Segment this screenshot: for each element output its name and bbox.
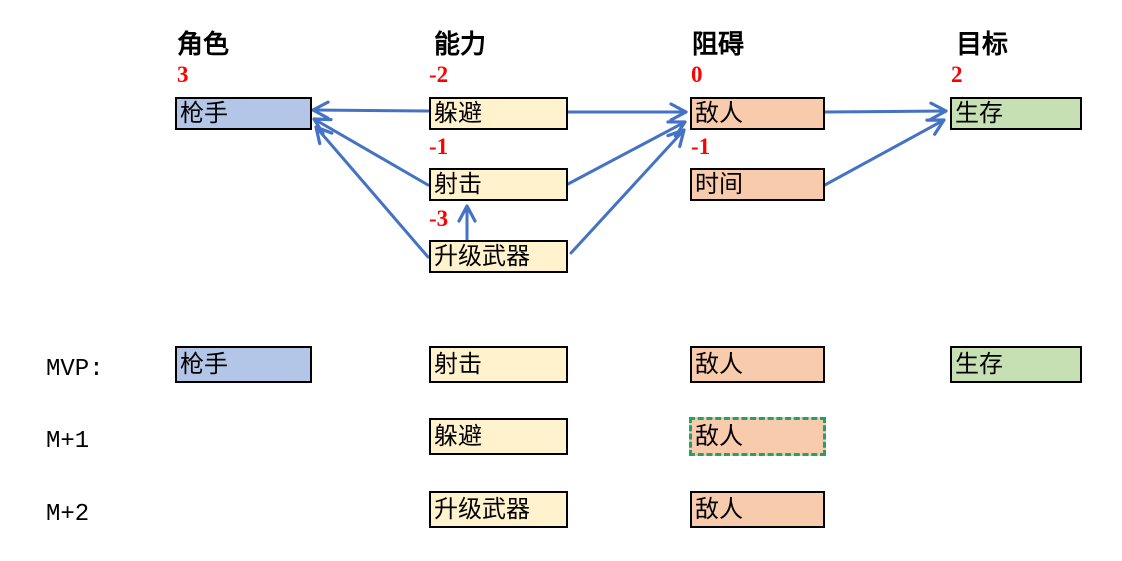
edge-upgrade-to-gunner	[314, 125, 430, 259]
score-gunner: 3	[177, 62, 189, 87]
score-upgrade: -3	[429, 206, 449, 231]
column-header-obstacle: 阻碍	[692, 30, 745, 60]
node-survive: 生存	[950, 97, 1082, 130]
score-enemy: 0	[691, 62, 703, 87]
milestone-label-mvp: MVP:	[46, 356, 104, 383]
milestone-label-m1: M+1	[46, 428, 90, 455]
column-header-goal: 目标	[956, 30, 1009, 60]
score-shoot: -1	[429, 134, 449, 159]
mvp-obstacle-box: 敌人	[690, 346, 825, 383]
node-gunner: 枪手	[175, 97, 312, 130]
column-header-role: 角色	[177, 30, 230, 60]
mvp-goal-box: 生存	[950, 346, 1082, 383]
m1-obstacle-box-highlighted: 敌人	[689, 417, 826, 456]
mvp-ability-box: 射击	[429, 346, 568, 383]
edge-shoot-to-gunner	[312, 117, 430, 187]
edge-time-to-survive	[821, 118, 946, 188]
score-dodge: -2	[429, 62, 449, 87]
edge-dodge-to-gunner	[311, 100, 430, 120]
node-upgrade: 升级武器	[429, 240, 568, 273]
column-header-ability: 能力	[434, 30, 487, 60]
edge-upgrade-to-enemy	[569, 128, 686, 255]
score-time: -1	[691, 134, 711, 159]
node-shoot: 射击	[429, 168, 568, 201]
m2-obstacle-box: 敌人	[690, 491, 825, 528]
m1-ability-box: 躲避	[429, 418, 568, 455]
edge-shoot-to-enemy	[566, 120, 687, 186]
milestone-label-m2: M+2	[46, 501, 90, 528]
mvp-role-box: 枪手	[175, 346, 312, 383]
score-survive: 2	[951, 62, 963, 87]
m2-ability-box: 升级武器	[429, 491, 568, 528]
node-dodge: 躲避	[429, 97, 568, 130]
edge-enemy-to-survive	[822, 101, 948, 121]
node-time: 时间	[690, 168, 825, 201]
node-enemy: 敌人	[690, 97, 825, 130]
